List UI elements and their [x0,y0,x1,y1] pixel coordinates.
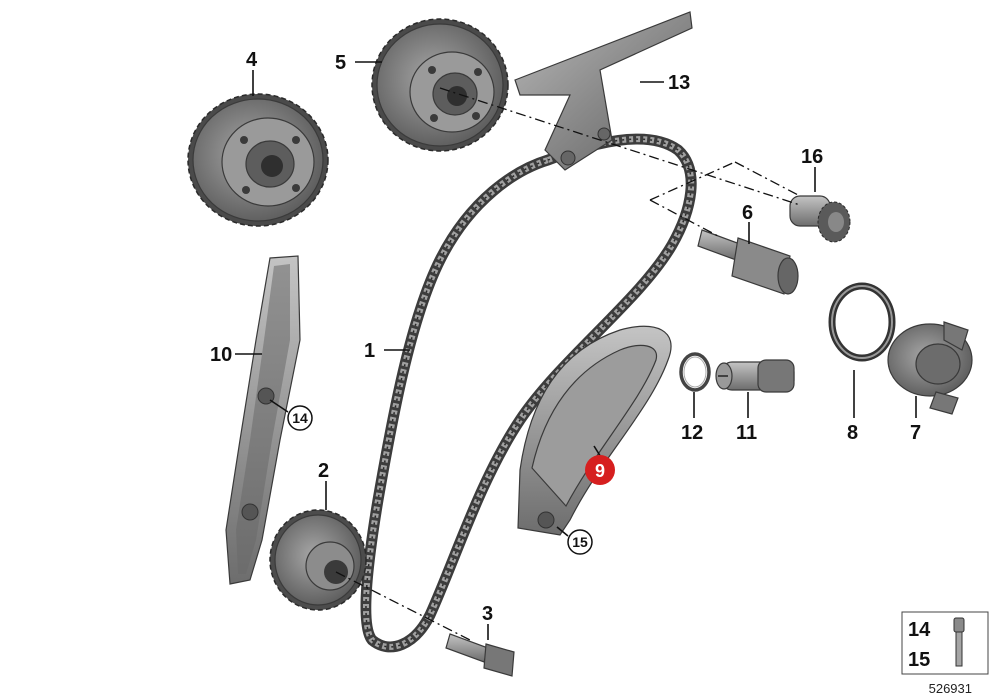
label-part-5[interactable]: 5 [335,52,346,74]
crankshaft-sprocket[interactable] [269,509,367,611]
label-part-8[interactable]: 8 [847,422,858,444]
callout-15[interactable]: 15 [567,529,593,555]
callout-14-text: 14 [292,410,308,426]
diagram-number: 526931 [929,681,972,696]
timing-chain[interactable] [360,133,697,653]
label-part-12[interactable]: 12 [681,422,703,444]
label-part-1[interactable]: 1 [364,340,375,362]
upper-guide-rail[interactable] [514,11,693,171]
chain-tensioner[interactable] [715,359,795,393]
part-labels: 4 5 13 16 6 10 1 2 3 12 11 8 7 [210,49,921,625]
camshaft-valve[interactable] [789,195,851,243]
label-part-11[interactable]: 11 [736,422,757,444]
screw-icon [953,617,965,667]
assembly-lines [335,87,801,641]
legend-item-15: 15 [908,649,930,671]
label-part-9: 9 [595,461,605,481]
callout-14[interactable]: 14 [287,405,313,431]
central-valve-bolt[interactable] [697,229,799,295]
solenoid-valve-cover[interactable] [887,321,973,415]
label-part-4[interactable]: 4 [246,49,258,71]
guide-rail[interactable] [517,325,672,536]
callout-15-text: 15 [572,534,588,550]
sealing-ring-large[interactable] [828,282,896,362]
label-part-7[interactable]: 7 [910,422,921,444]
central-bolt[interactable] [445,633,515,677]
highlight-marker-9[interactable]: 9 [585,455,615,485]
label-part-2[interactable]: 2 [318,460,329,482]
label-part-6[interactable]: 6 [742,202,753,224]
label-part-10[interactable]: 10 [210,344,232,366]
camshaft-adjuster-right[interactable] [371,18,509,152]
label-part-3[interactable]: 3 [482,603,493,625]
label-part-13[interactable]: 13 [668,72,690,94]
camshaft-adjuster-left[interactable] [187,93,329,227]
sealing-ring-small[interactable] [679,352,711,392]
fastener-legend: 14 15 [901,611,989,675]
legend-item-14: 14 [908,619,931,641]
label-part-16[interactable]: 16 [801,146,823,168]
